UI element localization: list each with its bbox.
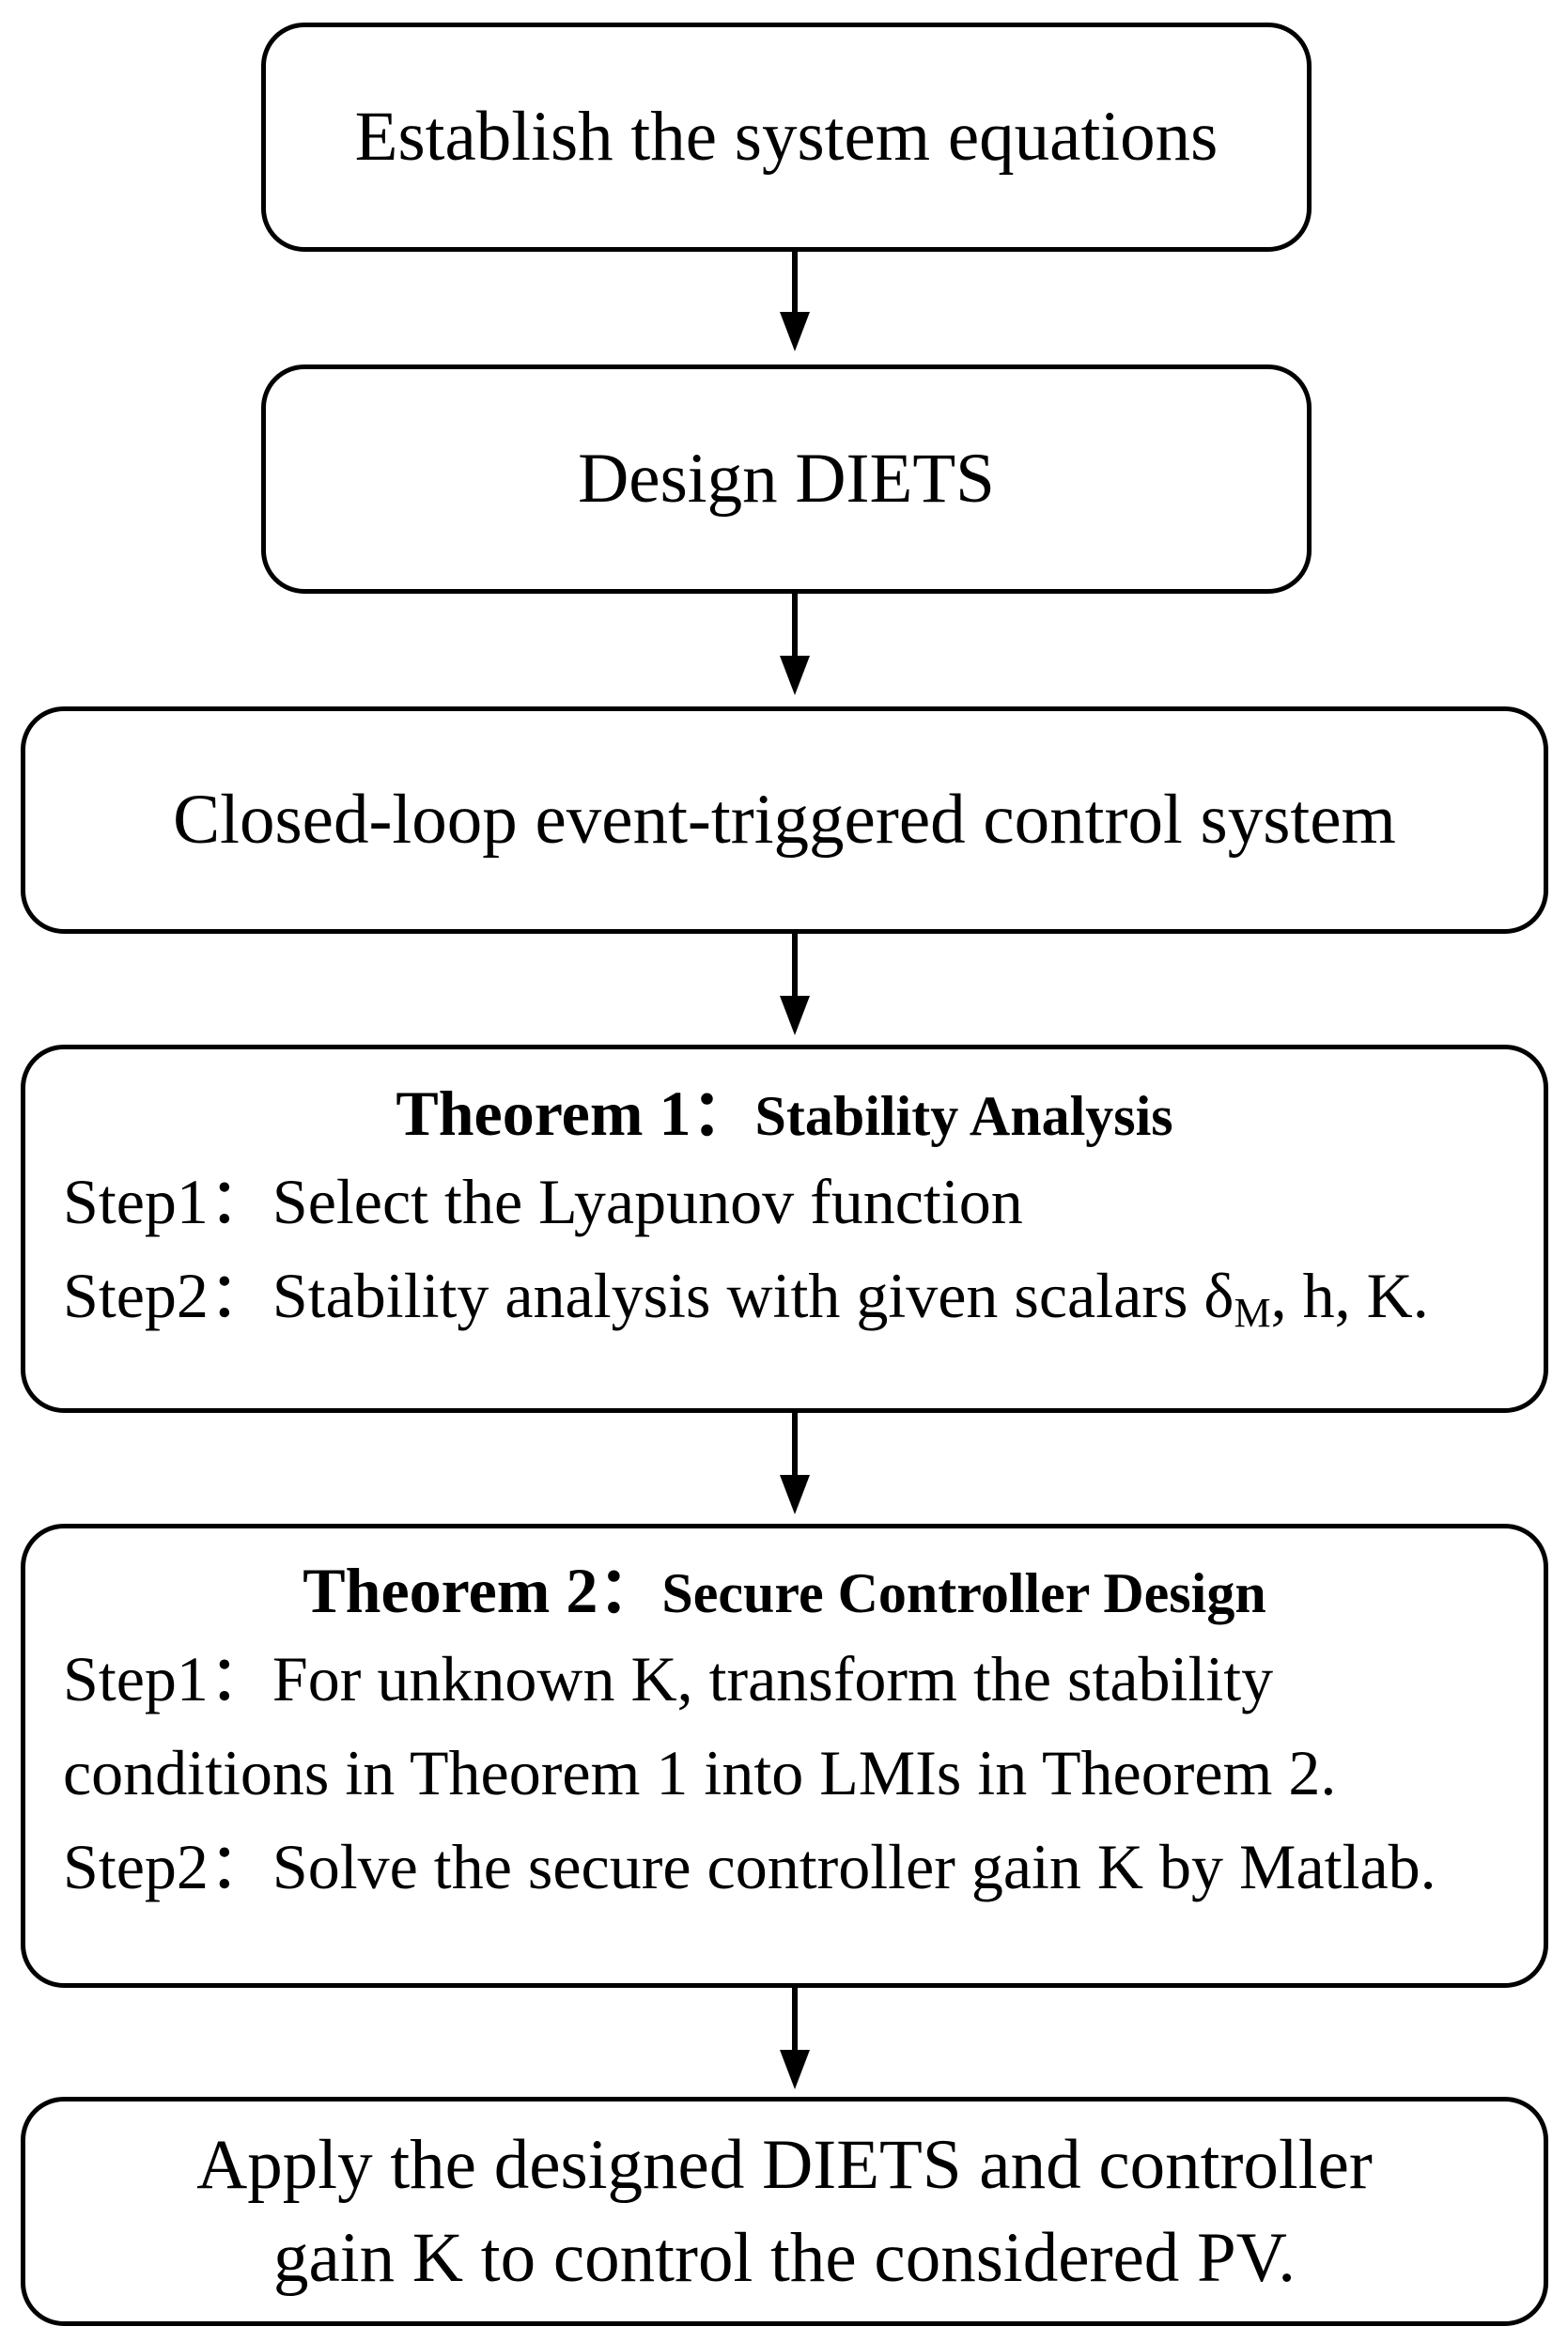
establish-equations-text: Establish the system equations — [354, 98, 1219, 176]
theorem1-step2-text-after: , h, K. — [1270, 1260, 1429, 1331]
theorem1-box: Theorem 1：Stability Analysis Step1：Selec… — [21, 1045, 1548, 1413]
theorem1-step2: Step2：Stability analysis with given scal… — [63, 1249, 1515, 1342]
closed-loop-system-box: Closed-loop event-triggered control syst… — [21, 706, 1548, 934]
theorem1-step1-label: Step1： — [63, 1166, 272, 1237]
closed-loop-system-text: Closed-loop event-triggered control syst… — [173, 781, 1396, 859]
theorem2-box: Theorem 2：Secure Controller Design Step1… — [21, 1524, 1548, 1988]
theorem2-step2-label: Step2： — [63, 1831, 272, 1902]
theorem2-step2-text: Solve the secure controller gain K by Ma… — [272, 1831, 1436, 1902]
theorem2-step1-text: For unknown K, transform the stability c… — [63, 1643, 1337, 1808]
theorem2-step1: Step1：For unknown K, transform the stabi… — [63, 1632, 1515, 1820]
establish-equations-box: Establish the system equations — [261, 23, 1312, 252]
design-diets-box: Design DIETS — [261, 364, 1312, 594]
apply-diets-text: Apply the designed DIETS and controller … — [196, 2126, 1373, 2297]
theorem1-title: Theorem 1：Stability Analysis — [25, 1061, 1544, 1154]
theorem1-step2-subscript: M — [1234, 1290, 1271, 1336]
theorem2-steps: Step1：For unknown K, transform the stabi… — [63, 1632, 1515, 1914]
arrow-4 — [780, 1413, 810, 1514]
theorem1-step2-text-before: Stability analysis with given scalars δ — [272, 1260, 1234, 1331]
theorem1-number: Theorem 1： — [396, 1078, 755, 1149]
theorem2-number: Theorem 2： — [303, 1555, 662, 1626]
arrow-5 — [780, 1988, 810, 2089]
theorem2-step1-label: Step1： — [63, 1643, 272, 1714]
design-diets-text: Design DIETS — [578, 440, 995, 518]
theorem2-name: Secure Controller Design — [661, 1562, 1266, 1624]
theorem1-step1: Step1：Select the Lyapunov function — [63, 1155, 1515, 1249]
apply-diets-box: Apply the designed DIETS and controller … — [21, 2097, 1548, 2326]
theorem1-step1-text: Select the Lyapunov function — [272, 1166, 1023, 1237]
theorem1-step2-label: Step2： — [63, 1260, 272, 1331]
arrow-1 — [780, 252, 810, 351]
theorem2-step2: Step2：Solve the secure controller gain K… — [63, 1820, 1515, 1914]
theorem2-title: Theorem 2：Secure Controller Design — [25, 1538, 1544, 1631]
arrow-3 — [780, 934, 810, 1035]
theorem1-steps: Step1：Select the Lyapunov function Step2… — [63, 1155, 1515, 1342]
theorem1-name: Stability Analysis — [754, 1085, 1173, 1147]
arrow-2 — [780, 594, 810, 695]
